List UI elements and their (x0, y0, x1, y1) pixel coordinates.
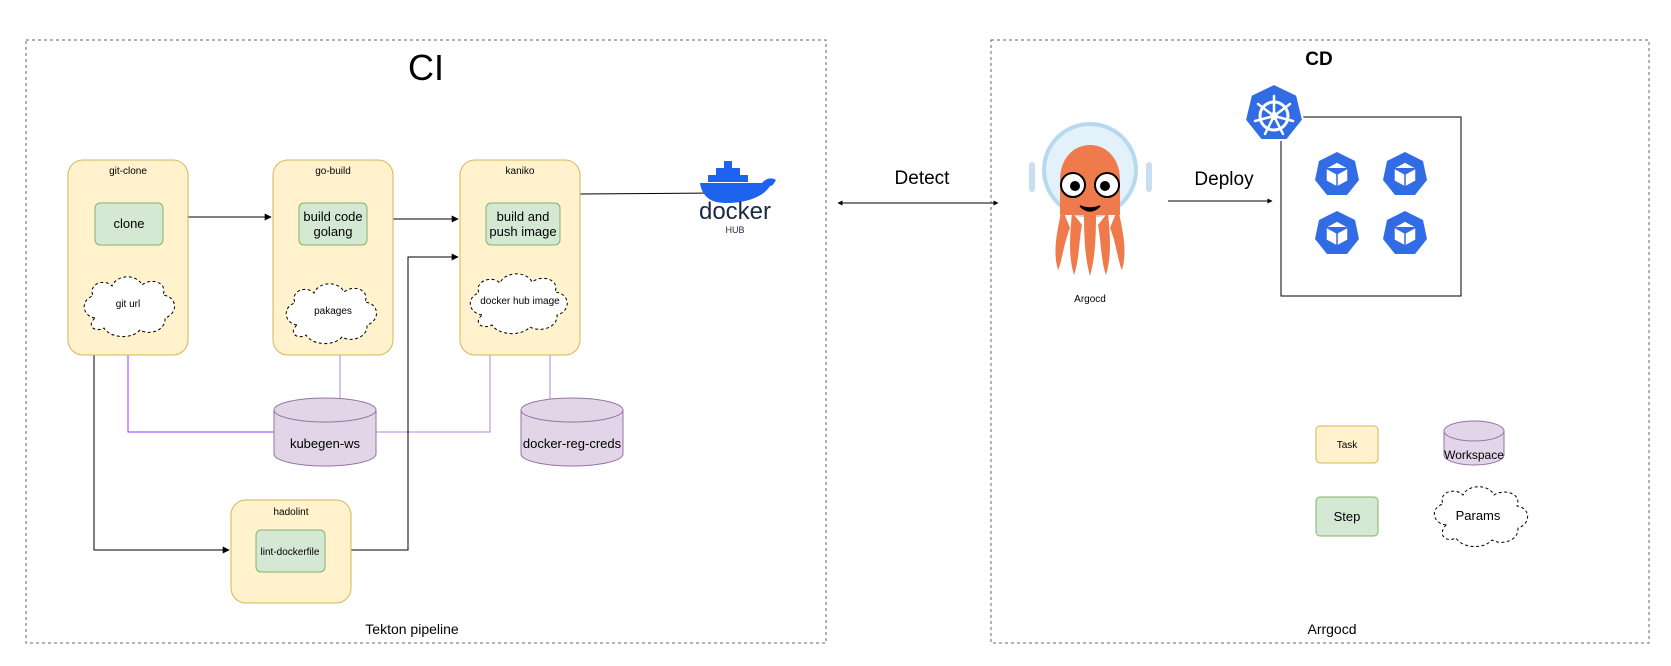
smile (1079, 205, 1101, 212)
cd-frame (990, 39, 1650, 644)
workspace-kubegen-ws[interactable]: kubegen-ws (273, 397, 377, 467)
task-label: go-build (315, 166, 351, 177)
helmet-ear-right (1146, 162, 1152, 192)
argocd-logo (1029, 122, 1152, 276)
step-label-line2: golang (313, 224, 352, 239)
legend: Task Workspace Step Params (1315, 420, 1529, 547)
legend-workspace-top (1443, 420, 1505, 442)
cd-title: CD (1305, 49, 1332, 70)
docker-hub-logo: docker HUB (699, 161, 776, 235)
helmet-ear-left (1029, 162, 1035, 192)
step-build-code[interactable] (298, 202, 368, 246)
task-label: hadolint (273, 507, 308, 518)
workspace-docker-reg-creds[interactable]: docker-reg-creds (520, 397, 624, 467)
legend-params-label: Params (1456, 508, 1501, 523)
step-label-line2: push image (489, 224, 556, 239)
param-label: pakages (314, 306, 352, 317)
task-kaniko[interactable]: kaniko build and push image docker hub i… (459, 159, 581, 356)
param-cloud (83, 276, 175, 337)
legend-task-swatch (1315, 425, 1379, 464)
step-build-push[interactable] (485, 202, 561, 246)
ws-link-kaniko (375, 355, 491, 433)
legend-workspace-label: Workspace (1444, 448, 1504, 462)
cylinder-top (273, 397, 377, 423)
k8s-cluster-box (1280, 116, 1462, 297)
docker-wordmark: docker (699, 198, 771, 225)
param-label: git url (116, 299, 140, 310)
pod-icon (1315, 152, 1359, 195)
step-label-line1: build code (303, 209, 362, 224)
ws-link-git-clone (127, 355, 275, 433)
argocd-label: Argocd (1074, 294, 1106, 305)
pupil-right (1100, 181, 1110, 191)
task-go-build[interactable]: go-build build code golang pakages (272, 159, 394, 356)
step-label: lint-dockerfile (261, 547, 320, 558)
cylinder-body (273, 410, 377, 467)
kubernetes-icon (1243, 82, 1305, 141)
pod-icon (1383, 152, 1427, 195)
task-label: kaniko (506, 166, 535, 177)
edge-hadolint-to-kaniko (350, 253, 459, 551)
cd-footer: Arrgocd (1307, 621, 1356, 637)
legend-task: Task (1315, 425, 1379, 464)
step-clone[interactable] (94, 202, 164, 246)
step-label-line1: build and (497, 209, 550, 224)
step-lint-dockerfile[interactable] (255, 529, 326, 573)
edge-kaniko-to-dockerhub (579, 189, 719, 197)
ci-frame (25, 39, 827, 644)
step-label: clone (113, 216, 144, 231)
param-cloud (285, 283, 377, 344)
legend-params: Params (1433, 486, 1529, 547)
docker-whale-icon (700, 161, 776, 203)
legend-step-swatch (1315, 496, 1379, 537)
legend-params-cloud (1433, 486, 1529, 547)
edge-git-clone-to-hadolint (93, 355, 230, 554)
legend-step: Step (1315, 496, 1379, 537)
detect-label: Detect (895, 168, 951, 189)
deploy-label: Deploy (1194, 169, 1254, 190)
ci-title: CI (408, 47, 444, 88)
legend-step-label: Step (1334, 509, 1361, 524)
pod-icon (1315, 211, 1359, 254)
task-hadolint[interactable]: hadolint lint-dockerfile (230, 499, 352, 604)
legend-workspace: Workspace (1443, 420, 1505, 466)
workspace-label: kubegen-ws (290, 436, 361, 451)
cylinder-top (520, 397, 624, 423)
legend-task-label: Task (1337, 440, 1359, 451)
workspace-label: docker-reg-creds (523, 436, 622, 451)
pod-icon (1383, 211, 1427, 254)
ci-footer: Tekton pipeline (365, 621, 459, 637)
param-label: docker hub image (480, 296, 560, 307)
task-git-clone[interactable]: git-clone clone git url (67, 159, 189, 356)
param-cloud (469, 273, 568, 334)
cylinder-body (520, 410, 624, 467)
pupil-left (1070, 181, 1080, 191)
task-label: git-clone (109, 166, 147, 177)
docker-hub-label: HUB (725, 225, 744, 235)
